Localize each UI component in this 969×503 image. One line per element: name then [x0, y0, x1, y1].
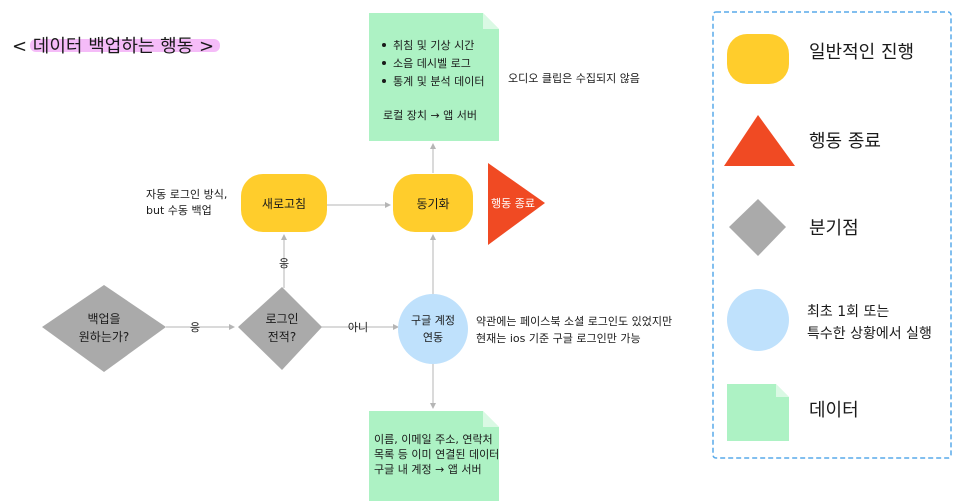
node-end: 행동 종료 — [488, 163, 545, 245]
sync-label: 동기화 — [416, 197, 449, 211]
rounded-relogin — [241, 174, 327, 232]
data-top-bullet-1: 취침 및 기상 시간 — [393, 39, 474, 52]
node-data-top: 취침 및 기상 시간 소음 데시벨 로그 통계 및 분석 데이터 로컬 장치 →… — [369, 13, 499, 141]
edge-label-yes-2: 응 — [279, 257, 289, 270]
data-bottom-line2: 목록 등 이미 연결된 데이터 — [374, 448, 499, 461]
note-terms-line2: 현재는 ios 기준 구글 로그인만 가능 — [476, 332, 641, 345]
note-terms-line1: 약관에는 페이스북 소셜 로그인도 있었지만 — [476, 314, 672, 328]
doc-data-bottom-fold — [483, 411, 499, 427]
node-want-backup: 백업을 원하는가? — [42, 285, 166, 372]
want-backup-line1: 백업을 — [87, 312, 120, 326]
diagram-title: < 데이터 백업하는 행동 > — [12, 36, 220, 57]
legend-branch-label: 분기점 — [809, 218, 859, 239]
legend-special-line2: 특수한 상황에서 실행 — [807, 326, 932, 342]
relogin-label: 새로고침 — [262, 197, 306, 211]
title-highlight — [30, 39, 220, 52]
legend: 일반적인 진행 행동 종료 분기점 최초 1회 또는 특수한 상황에서 실행 데… — [712, 11, 952, 459]
arrowhead-sync-to-datatop — [430, 143, 436, 149]
legend-border — [712, 11, 952, 459]
legend-progress-label: 일반적인 진행 — [809, 42, 914, 63]
note-relogin-line1: 자동 로그인 방식, — [146, 188, 227, 201]
data-top-bullet-3-dot — [382, 79, 386, 83]
login-before-line1: 로그인 — [265, 312, 298, 326]
doc-data-top — [369, 13, 499, 141]
edge-label-no-1: 아니 — [348, 321, 368, 334]
diamond-want-backup — [42, 285, 166, 372]
google-link-line2: 연동 — [423, 331, 443, 344]
legend-data-swatch-fold — [776, 384, 789, 397]
title-text: < 데이터 백업하는 행동 > — [12, 36, 214, 57]
legend-branch-swatch — [729, 199, 786, 256]
edge-label-yes-1: 응 — [190, 321, 200, 334]
node-data-bottom: 이름, 이메일 주소, 연락처 목록 등 이미 연결된 데이터 구글 내 계정 … — [369, 411, 499, 501]
data-top-bullet-2-dot — [382, 61, 386, 65]
note-relogin-line2: but 수동 백업 — [146, 204, 212, 217]
legend-data-swatch — [727, 384, 789, 441]
want-backup-line2: 원하는가? — [79, 330, 130, 344]
node-sync: 동기화 — [393, 174, 473, 232]
node-google-link: 구글 계정 연동 — [398, 294, 468, 364]
data-top-bullet-2: 소음 데시벨 로그 — [393, 57, 471, 70]
legend-special-line1: 최초 1회 또는 — [807, 304, 889, 320]
legend-end-label: 행동 종료 — [809, 131, 881, 152]
legend-special-swatch — [727, 289, 789, 351]
triangle-end — [488, 163, 545, 245]
arrowhead-want-to-login — [229, 324, 235, 330]
end-label: 행동 종료 — [491, 197, 535, 210]
diamond-login-before — [238, 287, 322, 370]
legend-data-label: 데이터 — [809, 400, 859, 421]
data-top-bullet-1-dot — [382, 43, 386, 47]
doc-data-top-fold — [483, 13, 499, 29]
login-before-line2: 전적? — [268, 330, 296, 344]
legend-end-swatch — [724, 115, 795, 166]
arrowhead-relogin-to-sync — [385, 202, 391, 208]
legend-progress-swatch — [727, 34, 789, 84]
arrowhead-google-to-databottom — [430, 403, 436, 409]
google-link-line1: 구글 계정 — [411, 314, 455, 327]
arrowhead-google-to-sync — [430, 234, 436, 240]
data-top-bullet-3: 통계 및 분석 데이터 — [393, 75, 484, 88]
note-audio: 오디오 클립은 수집되지 않음 — [508, 72, 640, 85]
arrowhead-login-to-relogin — [281, 234, 287, 240]
edges — [166, 143, 436, 409]
arrowhead-login-to-google — [393, 324, 399, 330]
data-bottom-line1: 이름, 이메일 주소, 연락처 — [374, 432, 493, 446]
data-bottom-line3: 구글 내 계정 → 앱 서버 — [374, 463, 482, 476]
node-login-before: 로그인 전적? — [238, 287, 322, 370]
rounded-sync — [393, 174, 473, 232]
data-top-footer: 로컬 장치 → 앱 서버 — [383, 109, 477, 122]
circle-google-link — [398, 294, 468, 364]
node-relogin: 새로고침 — [241, 174, 327, 232]
doc-data-bottom — [369, 411, 499, 501]
